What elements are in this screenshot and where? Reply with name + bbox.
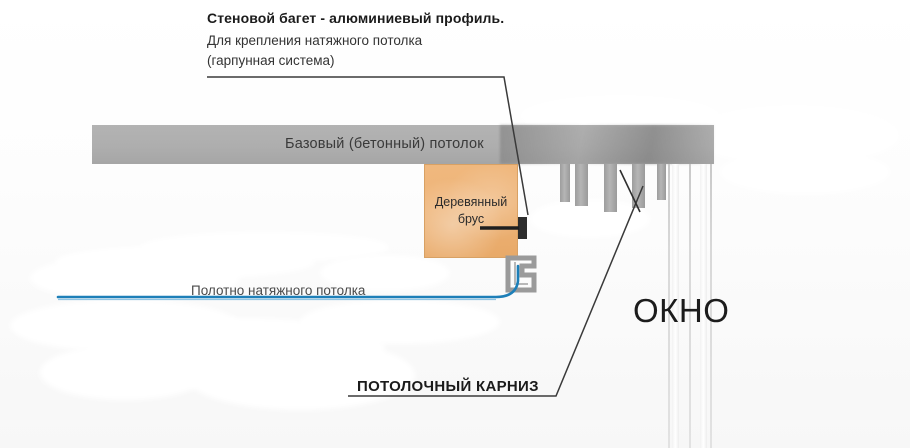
ceiling-slab-label: Базовый (бетонный) потолок [285,136,484,152]
wooden-beam-label-line2: брус [457,212,485,226]
window-frame-jamb [672,164,679,448]
curtain-rod-slat [604,164,617,212]
curtain-rod-slat [560,164,570,202]
curtain-drop-line [689,164,691,448]
baguette-annotation-line2: (гарпунная система) [207,53,335,68]
window-label: ОКНО [633,292,730,329]
curtain-rod-caption: ПОТОЛОЧНЫЙ КАРНИЗ [357,378,539,395]
curtain-drop-line [668,164,670,448]
baguette-annotation-line1: Для крепления натяжного потолка [207,33,423,48]
window-frame-jamb [700,164,707,448]
wooden-beam-label: Деревянный брус [424,194,518,228]
wooden-beam-label-line1: Деревянный [434,195,508,209]
curtain-drop-line [710,164,712,448]
curtain-rod-slat [657,164,666,200]
baguette-annotation: Стеновой багет - алюминиевый профиль. Дл… [207,10,504,70]
erasure-stroke [40,345,210,400]
membrane-label: Полотно натяжного потолка [191,283,366,298]
erasure-stroke [185,340,415,410]
slab-shading [500,125,714,164]
erasure-stroke [300,300,500,344]
erasure-stroke [720,150,890,194]
curtain-rod-slat [632,164,645,208]
curtain-rod-slat [575,164,588,206]
baguette-annotation-heading: Стеновой багет - алюминиевый профиль. [207,10,505,26]
